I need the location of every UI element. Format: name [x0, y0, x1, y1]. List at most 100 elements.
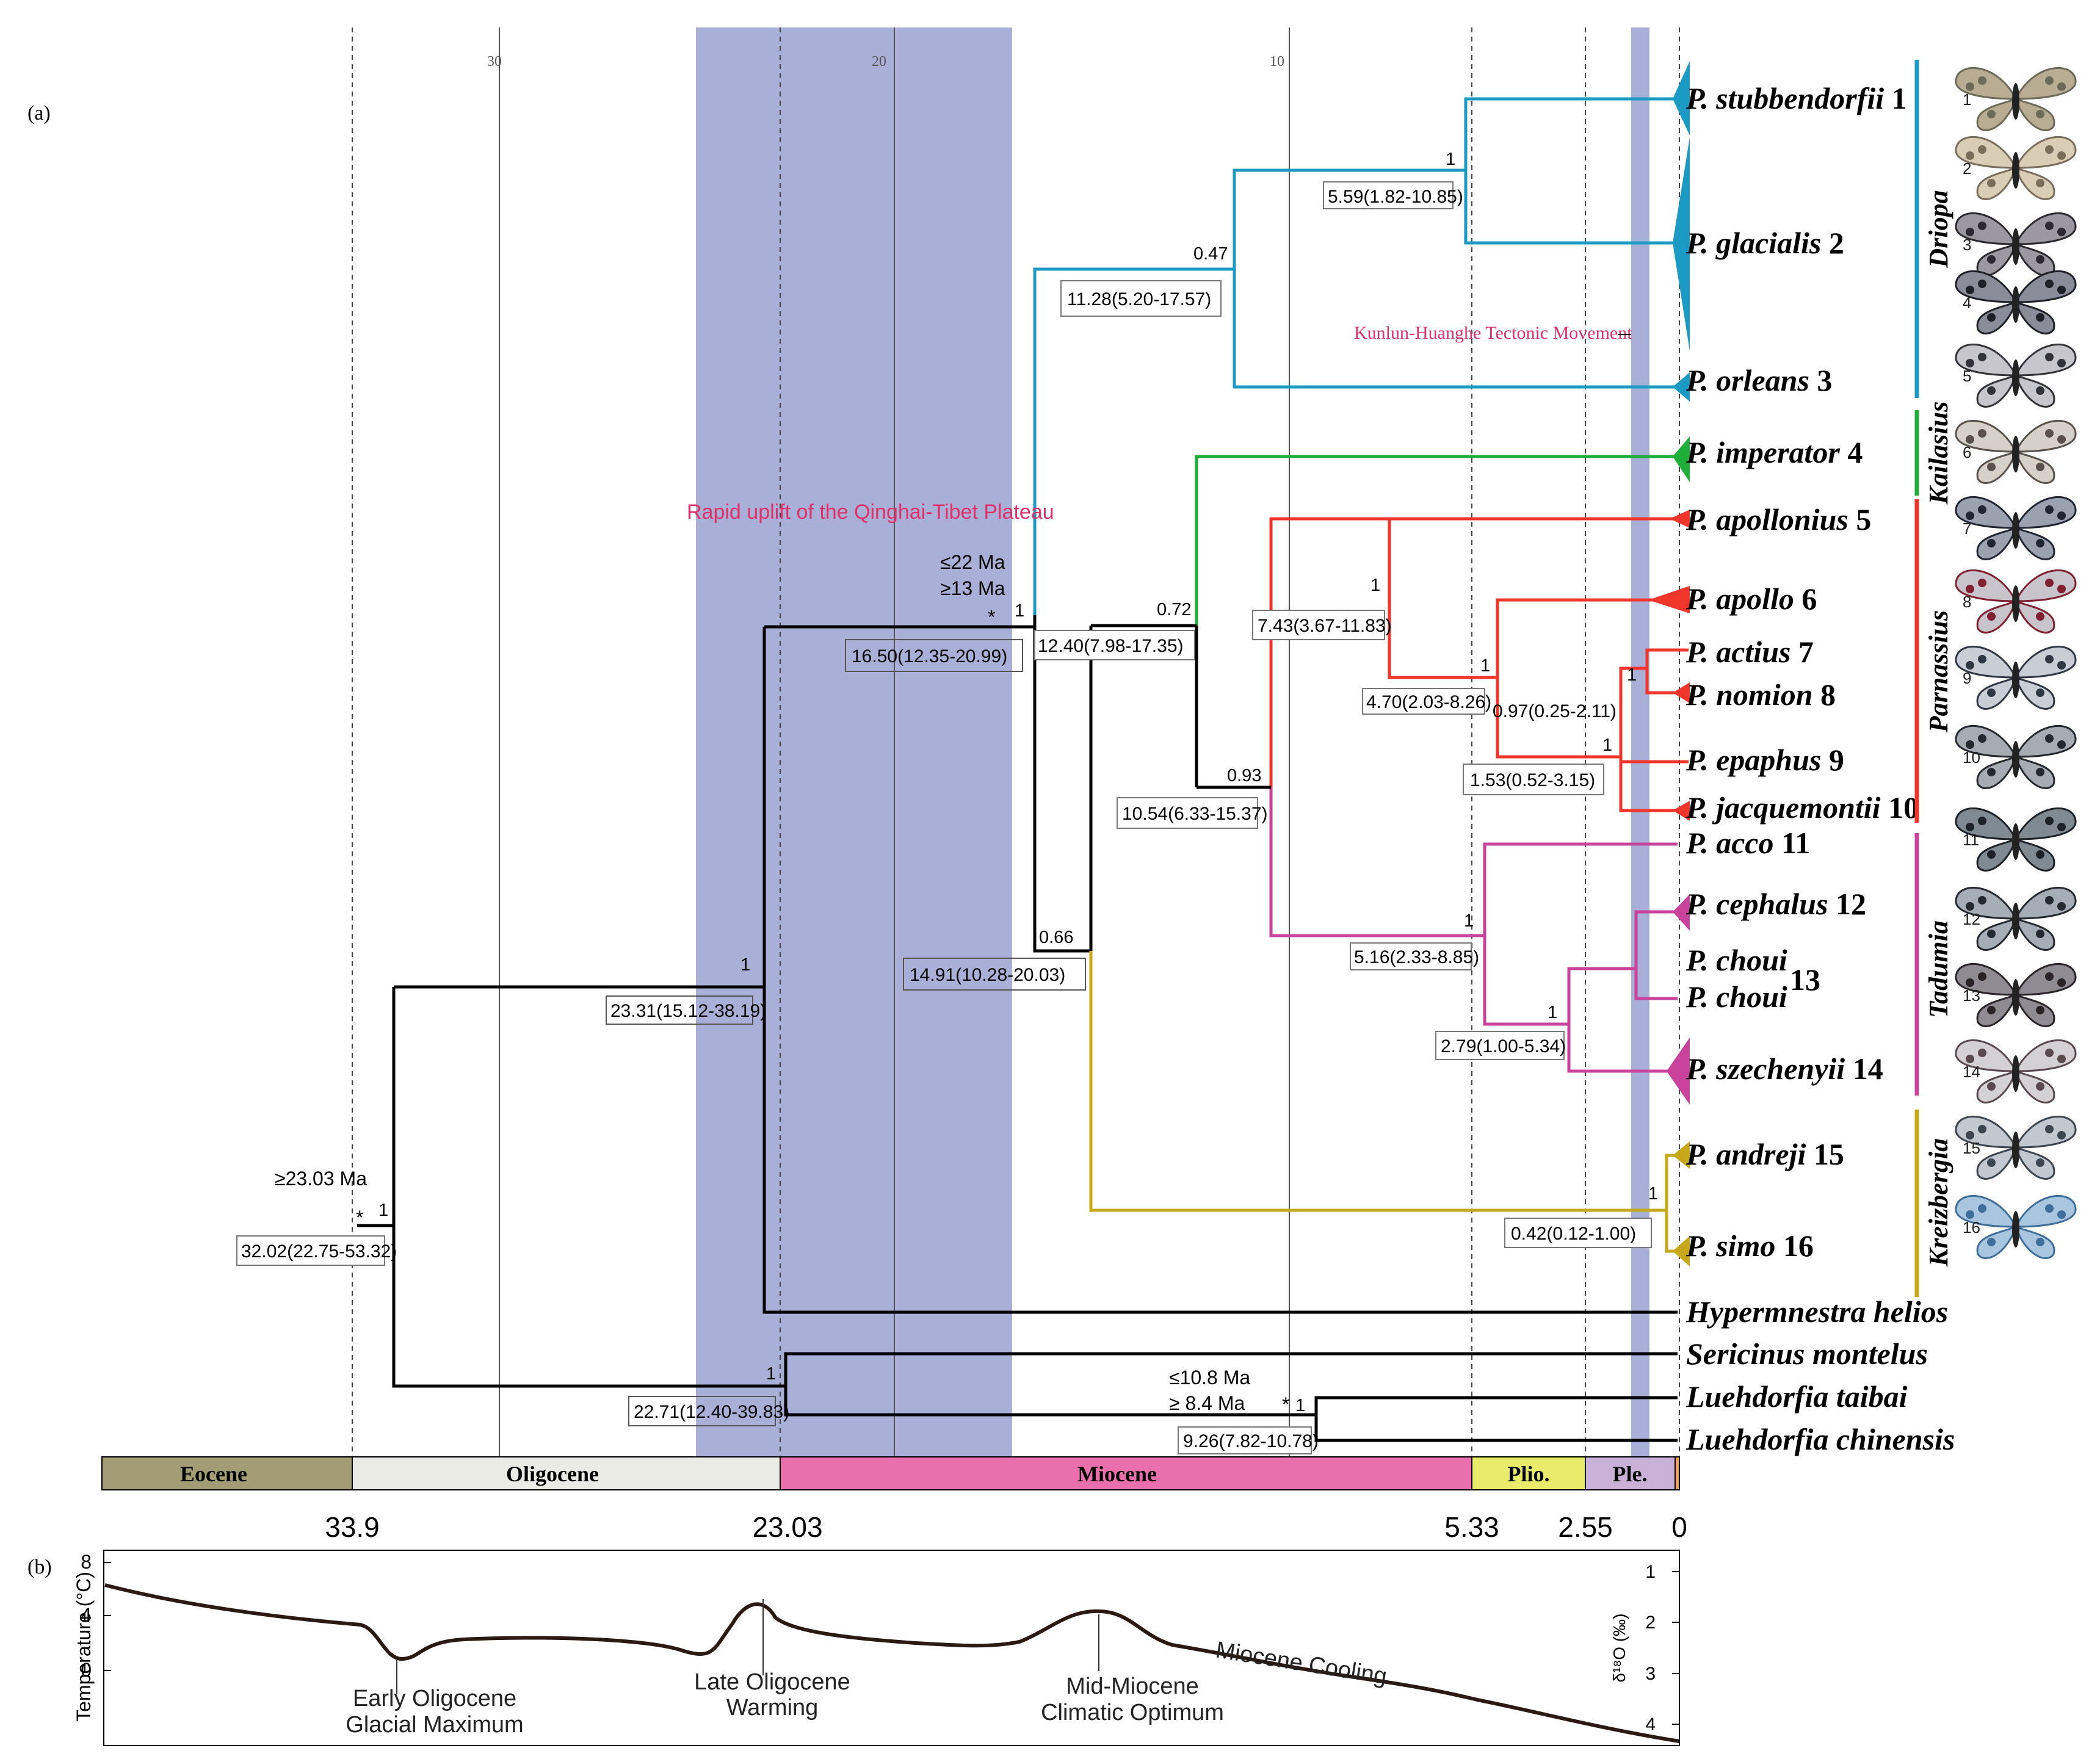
butterfly-number: 16 [1963, 1218, 1980, 1237]
node-age: 22.71(12.40-39.83) [634, 1402, 789, 1422]
node-age: 16.50(12.35-20.99) [852, 646, 1007, 666]
climate-event: Warming [726, 1695, 819, 1721]
node-age: 7.43(3.67-11.83) [1258, 616, 1392, 636]
calibrations: ≤22 Ma ≥13 Ma * ≥23.03 Ma * ≤10.8 Ma ≥ 8… [275, 551, 1289, 1415]
node-age: 9.26(7.82-10.78) [1183, 1431, 1319, 1451]
svg-text:Temperature (°C): Temperature (°C) [73, 1572, 95, 1722]
svg-text:0.47: 0.47 [1193, 244, 1228, 264]
tip-label: Sericinus montelus [1686, 1337, 1928, 1371]
svg-text:1: 1 [1015, 601, 1024, 621]
node-age: 0.42(0.12-1.00) [1511, 1224, 1636, 1244]
butterfly-icon: 6 [1955, 420, 2077, 484]
butterfly-icon: 5 [1955, 344, 2077, 408]
genus-label: Kreizbergia [1924, 1138, 1953, 1267]
butterfly-icon: 16 [1955, 1195, 2077, 1259]
svg-text:≤22 Ma: ≤22 Ma [940, 551, 1005, 573]
node-age: 11.28(5.20-17.57) [1067, 289, 1211, 309]
tip-label: P. szechenyii 14 [1685, 1052, 1883, 1086]
svg-text:1: 1 [378, 1201, 388, 1220]
node-age: 10.54(6.33-15.37) [1122, 804, 1268, 824]
epoch-label: Miocene [1077, 1462, 1157, 1486]
epoch-label: Oligocene [506, 1462, 599, 1486]
node-age: 32.02(22.75-53.32) [241, 1241, 397, 1262]
tip-label: P. glacialis 2 [1685, 226, 1844, 260]
tip-label: P. imperator 4 [1685, 435, 1863, 469]
genus-label: Parnassius [1924, 610, 1953, 734]
butterfly-number: 13 [1963, 986, 1980, 1005]
climate-panel: (b) Temperature (°C) 8 4 0 1 2 3 4 δ¹⁸O … [27, 1550, 1680, 1746]
butterfly-number: 4 [1963, 294, 1971, 312]
svg-text:≥23.03 Ma: ≥23.03 Ma [275, 1168, 367, 1190]
butterfly-icon: 10 [1955, 725, 2077, 789]
epoch-label: Plio. [1508, 1462, 1550, 1486]
svg-text:1: 1 [740, 955, 750, 975]
tree-branches [357, 97, 1678, 1442]
tip-label: P. apollo 6 [1685, 582, 1817, 616]
butterfly-icon: 7 [1955, 496, 2077, 560]
climate-event: Mid-Miocene [1066, 1674, 1199, 1699]
svg-text:33.9: 33.9 [325, 1511, 380, 1543]
clade-triangles [1648, 61, 1690, 1266]
climate-event: Climatic Optimum [1041, 1700, 1224, 1725]
svg-text:δ¹⁸O (‰): δ¹⁸O (‰) [1610, 1614, 1629, 1683]
climate-event: Early Oligocene [353, 1686, 516, 1711]
epoch-bar: Eocene Oligocene Miocene Plio. Ple. [101, 1456, 1680, 1490]
butterfly-number: 1 [1963, 90, 1971, 109]
tip-label: P. cephalus 12 [1685, 887, 1866, 921]
svg-text:1: 1 [1548, 1003, 1557, 1022]
tip-label: P. jacquemontii 10 [1685, 790, 1919, 825]
butterfly-number: 5 [1963, 367, 1971, 385]
svg-text:3: 3 [1645, 1664, 1656, 1684]
svg-text:23.03: 23.03 [752, 1511, 822, 1543]
tip-labels: P. stubbendorfii 1 P. glacialis 2 P. orl… [1685, 81, 1955, 1456]
tip-label: Hypermnestra helios [1685, 1295, 1948, 1329]
tip-label: P. choui [1685, 980, 1787, 1014]
node-age: 12.40(7.98-17.35) [1038, 636, 1184, 656]
butterfly-icon: 9 [1955, 646, 2077, 710]
tip-label: P. simo 16 [1685, 1229, 1814, 1263]
tip-label: P. acco 11 [1685, 826, 1810, 860]
svg-text:1: 1 [1295, 1396, 1305, 1415]
tip-label: P. nomion 8 [1685, 677, 1836, 712]
support-values: 1 0.47 1 0.72 1 1 1 1 0.93 0.66 1 1 1 1 … [378, 150, 1658, 1415]
butterfly-icon: 2 [1955, 136, 2077, 200]
svg-text:1: 1 [1648, 1184, 1658, 1204]
butterfly-icon: 15 [1955, 1116, 2077, 1180]
butterfly-icon: 11 [1955, 807, 2077, 872]
tick-30: 30 [487, 54, 502, 70]
svg-text:1: 1 [1370, 576, 1380, 595]
climate-event: Late Oligocene [694, 1669, 850, 1695]
uplift-band [696, 27, 1012, 1463]
butterfly-icon: 3 [1955, 212, 2077, 276]
svg-text:0.72: 0.72 [1157, 600, 1191, 619]
svg-text:1: 1 [1464, 911, 1474, 931]
tip-label: Luehdorfia taibai [1685, 1379, 1908, 1414]
butterfly-number: 12 [1963, 910, 1980, 928]
butterfly-number: 8 [1963, 593, 1971, 611]
panel-a-label: (a) [27, 102, 51, 125]
svg-text:4: 4 [1645, 1714, 1656, 1735]
butterfly-number: 7 [1963, 519, 1971, 538]
butterfly-icon: 14 [1955, 1039, 2077, 1103]
svg-text:0.93: 0.93 [1227, 766, 1261, 786]
node-age: 0.97(0.25-2.11) [1493, 701, 1617, 721]
tip-label: P. apollonius 5 [1685, 502, 1871, 536]
tip-label: Luehdorfia chinensis [1685, 1422, 1955, 1456]
tip-label: P. stubbendorfii 1 [1685, 81, 1907, 115]
node-age: 5.59(1.82-10.85) [1328, 187, 1463, 207]
butterfly-number: 3 [1963, 236, 1971, 254]
genus-bars: Driopa Kailasius Parnassius Tadumia Krei… [1914, 60, 1953, 1297]
tip-label: P. andreji 15 [1685, 1137, 1844, 1171]
butterfly-icon: 8 [1955, 569, 2077, 634]
tip-label: P. epaphus 9 [1685, 743, 1844, 777]
butterfly-icon: 13 [1955, 963, 2077, 1027]
node-age: 14.91(10.28-20.03) [910, 965, 1065, 985]
svg-text:1: 1 [766, 1364, 776, 1384]
tick-20: 20 [872, 54, 886, 70]
epoch-boundary-ages: 33.9 23.03 5.33 2.55 0 [325, 1511, 1687, 1543]
tip-label: P. actius 7 [1685, 635, 1814, 669]
svg-text:1: 1 [1627, 665, 1637, 685]
genus-label: Tadumia [1924, 920, 1953, 1018]
tip-label: P. orleans 3 [1685, 363, 1832, 397]
